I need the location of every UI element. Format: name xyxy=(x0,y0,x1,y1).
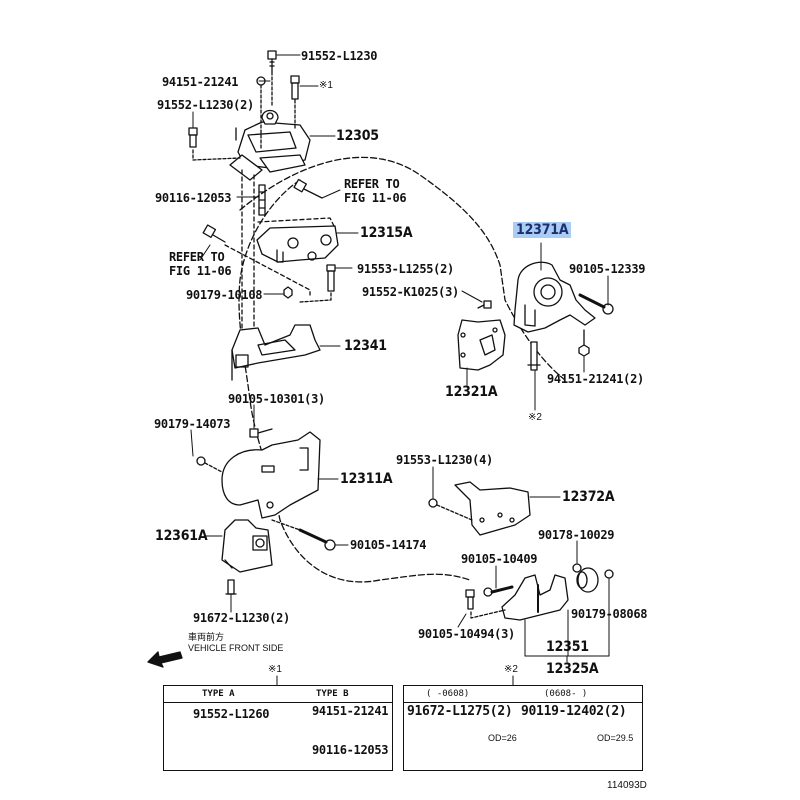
part-label-90105-10301-3[interactable]: 90105-10301(3) xyxy=(228,392,325,406)
nut-94151-21241-2-icon xyxy=(578,329,590,357)
refer-fig-b-line2[interactable]: FIG 11-06 xyxy=(169,264,232,278)
nut-90179-10108-icon xyxy=(283,286,293,299)
bolt-note2-icon xyxy=(527,341,541,371)
table2-header-from-0608: (0608- ) xyxy=(544,689,588,699)
engine-outline-dashed xyxy=(239,156,566,381)
note-2-marker: ※2 xyxy=(528,412,542,423)
table2-dim-od-26: OD=26 xyxy=(488,733,517,743)
table1-note-marker: ※1 xyxy=(268,664,282,675)
bolt-91552-L1230-2-icon xyxy=(188,127,241,161)
bolt-90105-10494-icon xyxy=(465,589,506,619)
part-label-90105-14174[interactable]: 90105-14174 xyxy=(350,538,427,552)
part-label-91672-L1230-2[interactable]: 91672-L1230(2) xyxy=(193,611,290,625)
nut-90178-10029-icon xyxy=(572,563,582,573)
bracket-12325A-icon xyxy=(501,574,569,621)
part-label-12361A[interactable]: 12361A xyxy=(155,528,208,544)
stud-90116-12053-icon xyxy=(258,184,266,216)
part-label-94151-21241-2[interactable]: 94151-21241(2) xyxy=(547,372,644,386)
table-note2-date-variants: ( -0608) (0608- ) xyxy=(403,685,643,771)
vehicle-front-arrow-icon xyxy=(147,651,183,668)
part-label-91552-K1025-3[interactable]: 91552-K1025(3) xyxy=(362,285,459,299)
bolt-91553-L1230-4-icon xyxy=(428,498,473,521)
part-label-90105-10409[interactable]: 90105-10409 xyxy=(461,552,538,566)
table1-part-94151-21241[interactable]: 94151-21241 xyxy=(312,704,389,718)
bolt-90105-14174-icon xyxy=(271,519,336,551)
vehicle-front-label-jp: 車両前方 xyxy=(188,632,225,642)
bolt-91553-L1255-icon xyxy=(299,264,336,303)
bracket-12372A-icon xyxy=(454,481,531,536)
engine-mount-12361A-icon xyxy=(221,519,273,573)
part-label-12325A[interactable]: 12325A xyxy=(546,661,599,677)
part-label-90105-12339[interactable]: 90105-12339 xyxy=(569,262,646,276)
engine-mount-12371A-icon xyxy=(513,261,596,333)
vehicle-front-label-en: VEHICLE FRONT SIDE xyxy=(188,643,284,653)
part-label-12321A[interactable]: 12321A xyxy=(445,384,498,400)
table2-note-marker: ※2 xyxy=(504,664,518,675)
bolt-note1-icon xyxy=(290,75,300,131)
bolt-91552-K1025-icon xyxy=(477,300,492,309)
nut-90179-14073-icon xyxy=(196,456,223,473)
table2-header-until-0608: ( -0608) xyxy=(426,689,470,699)
refer-fig-a-line2[interactable]: FIG 11-06 xyxy=(344,191,407,205)
part-label-91553-L1255-2[interactable]: 91553-L1255(2) xyxy=(357,262,454,276)
engine-outline-dashed-left xyxy=(238,179,471,583)
bracket-12321A-icon xyxy=(457,319,506,371)
part-label-90179-08068[interactable]: 90179-08068 xyxy=(571,607,648,621)
part-label-12315A[interactable]: 12315A xyxy=(360,225,413,241)
part-label-12372A[interactable]: 12372A xyxy=(562,489,615,505)
table1-part-91552-L1260[interactable]: 91552-L1260 xyxy=(193,707,270,721)
part-label-90179-10108[interactable]: 90179-10108 xyxy=(186,288,263,302)
part-label-90179-14073[interactable]: 90179-14073 xyxy=(154,417,231,431)
part-label-90178-10029[interactable]: 90178-10029 xyxy=(538,528,615,542)
table2-dim-od-29-5: OD=29.5 xyxy=(597,733,634,743)
bolt-91552-L1230-icon xyxy=(267,50,277,106)
refer-fig-b-line1: REFER TO xyxy=(169,250,225,264)
bolt-90105-10301-icon xyxy=(249,428,273,438)
part-label-12351[interactable]: 12351 xyxy=(546,639,589,655)
table1-part-90116-12053[interactable]: 90116-12053 xyxy=(312,743,389,757)
table1-header-type-a: TYPE A xyxy=(202,689,235,699)
part-label-12311A[interactable]: 12311A xyxy=(340,471,393,487)
leader-lines xyxy=(190,54,610,663)
part-label-12371A-highlighted[interactable]: 12371A xyxy=(513,222,572,238)
figure-id: 114093D xyxy=(607,780,647,791)
bolt-90105-10409-icon xyxy=(483,585,514,597)
part-label-91553-L1230-4[interactable]: 91553-L1230(4) xyxy=(396,453,493,467)
bracket-12311A-icon xyxy=(221,431,321,519)
bolt-refer-fig-a-icon xyxy=(293,178,323,199)
part-label-94151-21241[interactable]: 94151-21241 xyxy=(162,75,239,89)
part-label-91552-L1230[interactable]: 91552-L1230 xyxy=(301,49,378,63)
table2-part-90119-12402-2[interactable]: 90119-12402(2) xyxy=(521,704,627,719)
part-label-90105-10494-3[interactable]: 90105-10494(3) xyxy=(418,627,515,641)
bolt-91672-L1230-icon xyxy=(225,579,237,595)
part-label-91552-L1230-2[interactable]: 91552-L1230(2) xyxy=(157,98,254,112)
part-label-12341[interactable]: 12341 xyxy=(344,338,387,354)
bolt-refer-fig-b-icon xyxy=(202,224,226,243)
nut-90179-08068-icon xyxy=(604,569,614,579)
engine-mount-12305-icon xyxy=(229,109,311,181)
note-1-marker: ※1 xyxy=(319,80,333,91)
bushing-12351-icon xyxy=(576,567,599,593)
bracket-12341-icon xyxy=(231,324,321,381)
part-label-12305[interactable]: 12305 xyxy=(336,128,379,144)
refer-fig-a-line1: REFER TO xyxy=(344,177,400,191)
table-note1-type-variants: TYPE A TYPE B xyxy=(163,685,393,771)
table2-part-91672-L1275-2[interactable]: 91672-L1275(2) xyxy=(407,704,513,719)
bracket-12315A-icon xyxy=(256,225,339,263)
table1-header-type-b: TYPE B xyxy=(316,689,349,699)
part-label-90116-12053[interactable]: 90116-12053 xyxy=(155,191,232,205)
